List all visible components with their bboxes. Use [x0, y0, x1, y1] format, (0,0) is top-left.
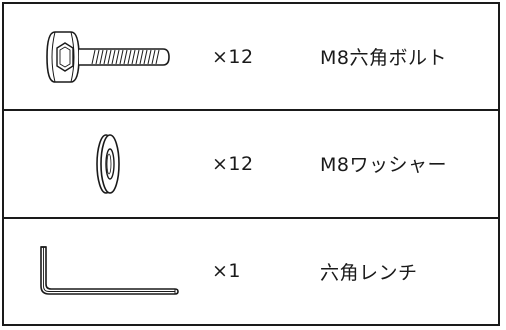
part-quantity: ×1 — [212, 260, 242, 283]
part-quantity: ×12 — [212, 45, 254, 68]
part-row-hex-wrench: ×1 六角レンチ — [4, 216, 498, 324]
hex-bolt-icon — [46, 30, 170, 83]
hex-wrench-icon — [40, 246, 179, 296]
part-name: M8六角ボルト — [320, 47, 447, 70]
part-row-hex-bolt: ×12 M8六角ボルト — [4, 4, 498, 109]
parts-list-table: ×12 M8六角ボルト ×12 M8ワッシャー ×1 六角レンチ — [2, 2, 500, 326]
part-illustration-washer — [4, 111, 212, 216]
part-name: 六角レンチ — [320, 261, 418, 284]
part-quantity: ×12 — [212, 152, 254, 175]
part-name: M8ワッシャー — [320, 154, 447, 177]
part-illustration-bolt — [4, 4, 212, 109]
part-row-washer: ×12 M8ワッシャー — [4, 109, 498, 216]
washer-icon — [96, 134, 120, 194]
part-illustration-wrench — [4, 219, 212, 324]
